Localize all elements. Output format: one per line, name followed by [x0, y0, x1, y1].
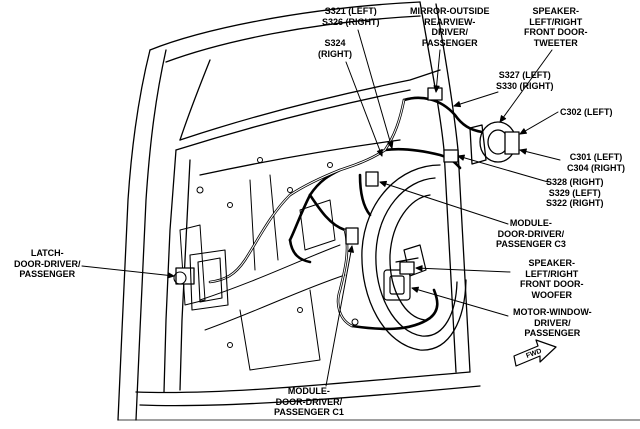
leader-lines [81, 29, 561, 387]
wiring-harness-inner [209, 99, 405, 327]
connectors [175, 87, 459, 285]
leader-mirror [435, 49, 441, 93]
leader-tweeter-arrowhead [499, 115, 507, 123]
label-module-c1: MODULE- DOOR-DRIVER/ PASSENGER C1 [274, 386, 344, 417]
leader-s328 [457, 155, 549, 183]
module-c3-connector [365, 171, 379, 187]
speaker-opening [361, 164, 467, 351]
label-s324: S324 (RIGHT) [318, 38, 352, 59]
label-s327: S327 (LEFT) S330 (RIGHT) [496, 70, 554, 91]
leader-c302 [519, 111, 559, 135]
module-c1-connector [345, 227, 359, 245]
wiring-harness [208, 96, 484, 331]
leader-module-c1-arrowhead [347, 245, 354, 253]
leader-c301 [519, 149, 561, 161]
label-module-c3: MODULE- DOOR-DRIVER/ PASSENGER C3 [496, 218, 566, 249]
label-woofer: SPEAKER- LEFT/RIGHT FRONT DOOR- WOOFER [520, 258, 584, 300]
leader-s327 [453, 91, 499, 107]
leader-c301-arrowhead [519, 148, 527, 155]
label-motor: MOTOR-WINDOW- DRIVER/ PASSENGER [513, 307, 592, 338]
label-mirror: MIRROR-OUTSIDE REARVIEW- DRIVER/ PASSENG… [410, 6, 490, 48]
leader-module-c3-arrowhead [379, 180, 388, 187]
splice-connector [443, 149, 459, 163]
leader-tweeter [499, 49, 553, 123]
tweeter-bracket [469, 121, 520, 165]
inner-panel [179, 157, 359, 371]
leader-s321-arrowhead [387, 141, 394, 149]
label-tweeter: SPEAKER- LEFT/RIGHT FRONT DOOR- TWEETER [524, 6, 588, 48]
leader-s328-arrowhead [457, 154, 465, 161]
leader-woofer-arrowhead [415, 265, 423, 272]
label-c301: C301 (LEFT) C304 (RIGHT) [567, 152, 626, 173]
label-s321: S321 (LEFT) S326 (RIGHT) [322, 6, 380, 27]
leader-motor-arrowhead [411, 286, 419, 293]
woofer-connector [399, 261, 415, 275]
leader-s321 [357, 29, 393, 149]
leader-motor [411, 287, 509, 317]
fwd-arrow-icon: FWD [513, 339, 557, 367]
latch-assembly [173, 249, 229, 311]
leader-c302-arrowhead [519, 128, 527, 135]
leader-s324-arrowhead [376, 148, 383, 157]
leader-latch [81, 265, 175, 277]
label-latch: LATCH- DOOR-DRIVER/ PASSENGER [14, 248, 81, 279]
leader-s324 [345, 61, 383, 157]
leader-module-c3 [379, 181, 509, 225]
leader-s327-arrowhead [453, 101, 462, 108]
leader-woofer [415, 267, 511, 273]
label-c302: C302 (LEFT) [560, 107, 613, 117]
leader-mirror-arrowhead [433, 85, 440, 93]
door-frame [117, 1, 640, 421]
leader-latch-arrowhead [167, 272, 175, 279]
label-s328: S328 (RIGHT) S329 (LEFT) S322 (RIGHT) [546, 177, 604, 208]
leader-module-c1 [325, 245, 353, 387]
